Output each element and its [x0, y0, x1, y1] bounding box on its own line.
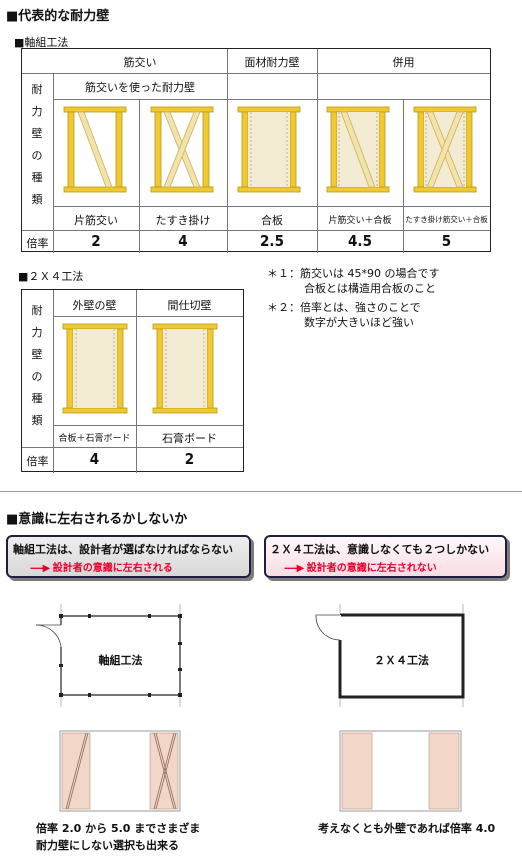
header-bracing: 筋交い [123, 56, 157, 69]
jikugumi-label: ■軸組工法 [14, 36, 69, 49]
caption-single-brace: 片筋交い [74, 214, 118, 227]
header-combined: 併用 [392, 56, 415, 69]
jikugumi-wall-drawings [63, 106, 477, 193]
rate-plywood-gypsum: 4 [89, 450, 100, 468]
section-divider [0, 491, 522, 492]
callout-twobyfour-line-2: ----▶ 設計者の意識に左右されない [284, 563, 437, 574]
plywood-gypsum-wall-diagram [62, 323, 128, 414]
cross-brace-wall-diagram [150, 106, 214, 193]
wall-elevations [59, 730, 462, 812]
jikugumi-table: 筋交い 面材耐力壁 併用 筋交いを使った耐力壁 耐 力 壁 の 種 類 [21, 48, 491, 253]
twobyfour-label: ■２Ｘ４工法 [18, 270, 84, 283]
caption-jikugumi-line-1: 倍率 2.0 から 5.0 までさまざま [36, 822, 201, 835]
rate-cross-brace: 4 [178, 232, 188, 250]
floor-plans [35, 604, 465, 707]
caption-jikugumi-line-2: 耐力壁にしない選択も出来る [36, 839, 179, 852]
caption-cross-brace: たすき掛け [155, 214, 211, 227]
gypsum-wall-diagram [152, 323, 218, 414]
caption-gypsum: 石膏ボード [162, 432, 217, 445]
caption-plywood-gypsum: 合板＋石膏ボード [58, 434, 131, 444]
caption-single-brace-plywood: 片筋交い＋合板 [328, 216, 392, 226]
twobyfour-wall-elevation [339, 730, 462, 812]
callout-twobyfour-line-1: ２Ｘ４工法は、意識しなくても２つしかない [270, 543, 490, 556]
cross-brace-plywood-wall-diagram [413, 106, 477, 193]
single-brace-plywood-wall-diagram [326, 106, 390, 193]
rate-label-2x4: 倍率 [26, 455, 49, 468]
twobyfour-table: 外壁の壁 間仕切壁 耐 力 壁 の 種 類 合板＋石膏ボード 石膏ボード [21, 289, 244, 473]
subheader-bracing-walls: 筋交いを使った耐力壁 [85, 81, 195, 94]
note-1-line-2: 合板とは構造用合板のこと [304, 282, 436, 295]
header-exterior-wall: 外壁の壁 [72, 299, 117, 312]
note-1-line-1: ＊１：筋交いは 45*90 の場合です [267, 267, 440, 280]
dashed-arrow-icon: ----▶ [284, 563, 304, 574]
side-label-wall-types: 耐 力 壁 の 種 類 [31, 83, 43, 206]
section-title-representative-walls: ■代表的な耐力壁 [6, 9, 110, 24]
single-brace-wall-diagram [63, 106, 127, 193]
twobyfour-wall-drawings [62, 323, 218, 414]
rate-single-brace: 2 [91, 232, 101, 250]
section-title-consciousness: ■意識に左右されるかしないか [6, 512, 188, 527]
callout-twobyfour: ２Ｘ４工法は、意識しなくても２つしかない ----▶ 設計者の意識に左右されない [264, 535, 507, 578]
note-2-line-2: 数字が大きいほど強い [304, 316, 414, 329]
rate-plywood: 2.5 [260, 232, 284, 250]
rate-cross-brace-plywood: 5 [441, 232, 452, 250]
header-panel-wall: 面材耐力壁 [244, 56, 300, 69]
caption-plywood: 合板 [261, 214, 283, 227]
callout-jikugumi-line-2: ----▶ 設計者の意識に左右される [30, 563, 173, 574]
rate-gypsum: 2 [184, 450, 195, 468]
jikugumi-floor-plan [35, 604, 182, 707]
callout-jikugumi-line-1: 軸組工法は、設計者が選ばなければならない [13, 543, 233, 556]
plan-label-twobyfour: ２Ｘ４工法 [374, 654, 429, 667]
callout-jikugumi: 軸組工法は、設計者が選ばなければならない ----▶ 設計者の意識に左右される [6, 535, 251, 578]
note-2-line-1: ＊２：倍率とは、強さのことで [267, 301, 421, 314]
caption-twobyfour: 考えなくとも外壁であれば倍率 4.0 [318, 822, 496, 835]
header-partition-wall: 間仕切壁 [167, 299, 212, 312]
plywood-wall-diagram [237, 106, 301, 193]
jikugumi-wall-elevation [59, 730, 181, 812]
dashed-arrow-icon: ----▶ [30, 563, 50, 574]
plan-label-jikugumi: 軸組工法 [98, 654, 143, 667]
twobyfour-floor-plan [315, 604, 465, 707]
caption-cross-brace-plywood: たすき掛け筋交い＋合板 [405, 215, 488, 224]
rate-label: 倍率 [26, 237, 49, 250]
rate-single-brace-plywood: 4.5 [348, 232, 372, 250]
side-label-wall-types-2x4: 耐 力 壁 の 種 類 [31, 304, 43, 427]
